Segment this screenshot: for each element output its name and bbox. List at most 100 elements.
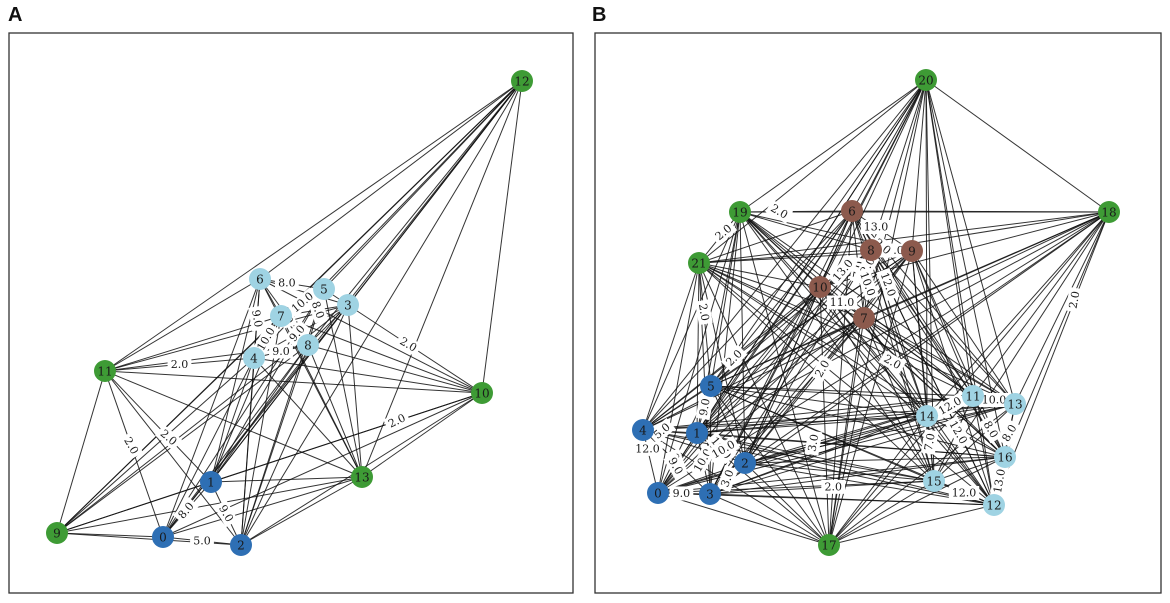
edge-label-text: 11.0 — [830, 296, 855, 309]
edge-2-3 — [240, 304, 349, 546]
node-7: 7 — [853, 307, 875, 329]
node-circle — [647, 482, 669, 504]
edge-label-bg — [855, 267, 880, 301]
node-2: 2 — [734, 452, 756, 474]
node-11: 11 — [962, 385, 984, 407]
edge-9-11 — [911, 250, 974, 397]
edge-label: 2.0 — [709, 219, 738, 246]
node-label: 0 — [159, 531, 167, 545]
edge-1-13 — [696, 403, 1016, 434]
edge-13-15 — [933, 403, 1016, 482]
edge-label-bg — [1065, 286, 1084, 313]
edge-21-1 — [696, 262, 700, 434]
edge-6-0 — [657, 210, 853, 494]
node-circle — [983, 494, 1005, 516]
node-6: 6 — [841, 200, 863, 222]
edge-label-bg — [978, 415, 1003, 444]
edge-10-4 — [253, 357, 483, 394]
edge-1-3 — [210, 304, 349, 483]
edge-18-1 — [696, 211, 1110, 434]
edge-label: 12.0 — [632, 441, 663, 456]
edge-21-8 — [698, 249, 872, 264]
edge-9-7 — [56, 315, 282, 534]
edge-3-16 — [709, 456, 1006, 495]
edge-17-9 — [828, 250, 913, 546]
edge-label-bg — [167, 357, 192, 372]
edge-1-15 — [696, 432, 935, 482]
edge-label-bg — [997, 419, 1022, 447]
edge-1-14 — [696, 415, 928, 434]
edge-19-17 — [739, 211, 830, 546]
node-label: 9 — [908, 245, 916, 259]
edge-20-9 — [911, 79, 927, 252]
edge-label-bg — [669, 486, 694, 501]
panel-letter-a: A — [8, 4, 23, 26]
edge-13-3 — [347, 304, 363, 478]
edge-17-7 — [828, 317, 865, 546]
edge-label: 5.0 — [190, 534, 214, 548]
edge-label-bg — [709, 219, 738, 246]
node-label: 7 — [860, 312, 868, 326]
edge-label-text: 2.0 — [1067, 290, 1083, 309]
edge-3-13 — [709, 403, 1016, 495]
node-label: 20 — [918, 74, 933, 88]
edge-label-bg — [821, 479, 846, 494]
node-14: 14 — [916, 405, 938, 427]
edge-19-12 — [739, 211, 995, 506]
edge-label-bg — [648, 418, 676, 445]
edge-label-bg — [827, 254, 859, 287]
edge-21-11 — [698, 262, 974, 397]
edge-label: 12.0 — [948, 486, 980, 500]
node-10: 10 — [471, 382, 493, 404]
edge-label: 2.0 — [154, 424, 183, 451]
edge-18-13 — [1014, 211, 1110, 405]
edge-label: 2.0 — [394, 332, 423, 357]
edge-17-3 — [709, 493, 830, 546]
edge-18-14 — [926, 211, 1110, 417]
edge-9-1 — [56, 481, 212, 534]
edge-label-bg — [632, 441, 663, 456]
node-12: 12 — [983, 494, 1005, 516]
edge-label-bg — [716, 464, 739, 493]
edge-2-14 — [744, 415, 928, 464]
node-label: 12 — [514, 75, 529, 89]
node-13: 13 — [351, 466, 373, 488]
edge-label: 13.0 — [989, 464, 1010, 498]
edge-17-0 — [657, 492, 830, 546]
edge-label: 8.0 — [307, 296, 329, 324]
node-circle — [853, 307, 875, 329]
edge-14-12 — [926, 415, 995, 506]
edge-5-11 — [710, 385, 974, 397]
node-19: 19 — [729, 201, 751, 223]
node-label: 2 — [741, 457, 749, 471]
edge-label-bg — [307, 296, 329, 324]
edge-10-7 — [280, 315, 483, 394]
node-label: 11 — [965, 390, 980, 404]
edge-21-5 — [698, 262, 712, 387]
edge-8-0 — [657, 249, 872, 494]
edge-label-bg — [810, 354, 835, 383]
node-circle — [270, 305, 292, 327]
node-8: 8 — [860, 239, 882, 261]
node-20: 20 — [915, 69, 937, 91]
node-circle — [337, 294, 359, 316]
edge-10-12 — [819, 286, 995, 506]
edge-21-6 — [698, 210, 853, 264]
node-label: 12 — [986, 499, 1001, 513]
panel-b-frame — [594, 32, 1162, 594]
edge-10-8 — [307, 344, 483, 394]
node-label: 18 — [1101, 206, 1116, 220]
edge-0-6 — [162, 278, 261, 538]
edge-6-10 — [819, 210, 853, 288]
node-circle — [230, 534, 252, 556]
node-label: 3 — [344, 299, 352, 313]
edge-18-21 — [698, 211, 1110, 264]
edge-label-bg — [213, 499, 239, 528]
node-label: 11 — [97, 365, 112, 379]
node-10: 10 — [809, 276, 831, 298]
node-circle — [152, 526, 174, 548]
node-circle — [734, 452, 756, 474]
node-circle — [471, 382, 493, 404]
edge-2-5 — [240, 288, 325, 546]
edge-label-text: 13.0 — [991, 468, 1008, 494]
